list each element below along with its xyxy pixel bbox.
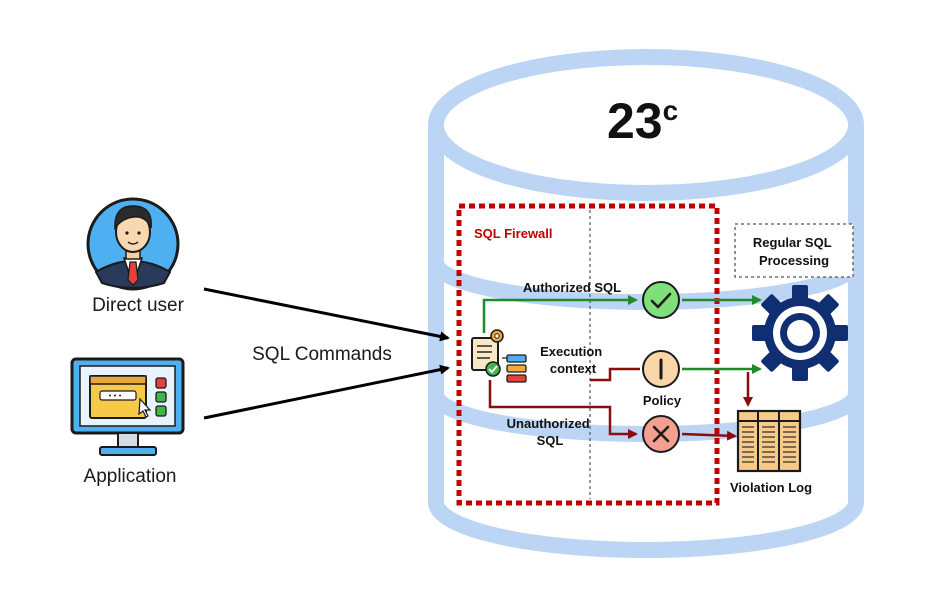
document-gear-icon [471, 329, 527, 383]
direct-user-label: Direct user [92, 295, 185, 316]
gear-icon [752, 285, 848, 381]
sql-commands-label: SQL Commands [252, 344, 392, 365]
firewall-title: SQL Firewall [474, 226, 553, 241]
violation-log-label: Violation Log [730, 480, 812, 495]
unauthorized-flow-line [488, 380, 590, 409]
person-avatar-icon [86, 197, 180, 291]
regular-sql-processing-box [734, 223, 854, 278]
log-sheet-icon [736, 409, 802, 473]
regular-sql-processing-label: Regular SQL Processing [753, 235, 835, 268]
unauthorized-to-cross-arrow [590, 405, 638, 439]
monitor-app-icon [70, 357, 185, 456]
policy-label: Policy [643, 393, 682, 408]
application-label: Application [84, 466, 177, 487]
cross-to-log-arrow [681, 430, 737, 441]
unauthorized-sql-label: Unauthorized SQL [507, 416, 594, 448]
user-to-firewall-arrow [203, 287, 450, 342]
app-to-firewall-arrow [203, 364, 450, 420]
check-icon [642, 281, 680, 319]
context-to-policy-line [590, 367, 640, 382]
version-badge: 23c [607, 93, 678, 149]
execution-context-label: Execution context [540, 344, 606, 376]
sql-firewall-box [456, 203, 720, 506]
authorized-flow-arrow [482, 295, 638, 333]
policy-icon [642, 350, 680, 388]
cross-icon [642, 415, 680, 453]
authorized-sql-label: Authorized SQL [523, 280, 621, 295]
